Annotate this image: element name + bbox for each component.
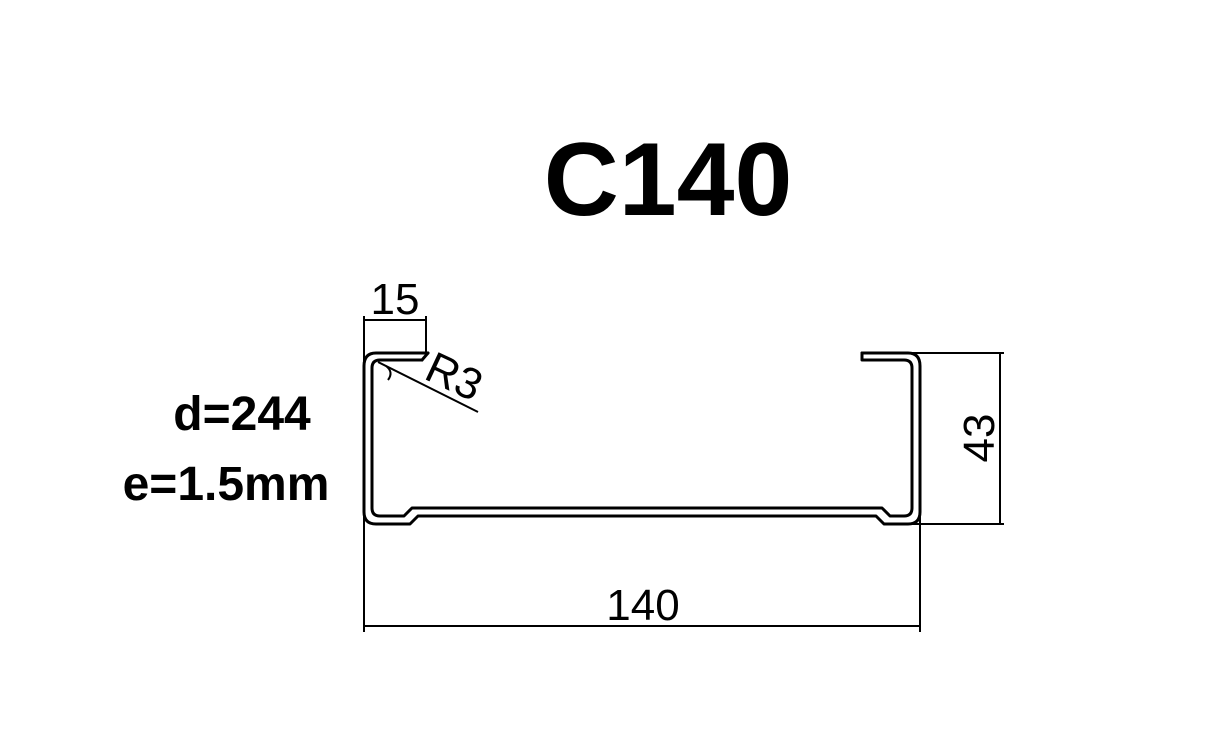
spec-d: d=244 <box>173 388 311 441</box>
radius-leader <box>377 361 479 413</box>
dimension-web: 140 <box>363 512 921 632</box>
lip-end-cap <box>420 351 430 362</box>
lip-dimension-label: 15 <box>371 275 420 324</box>
profile-inner-edge <box>370 351 914 518</box>
dimension-flange: 43 <box>908 352 1004 525</box>
radius-arc-marker <box>385 365 392 381</box>
web-dimension-label: 140 <box>606 581 679 630</box>
dimension-lip: 15 <box>363 275 427 366</box>
profile-title: C140 <box>544 122 793 238</box>
spec-e: e=1.5mm <box>123 458 330 511</box>
flange-dimension-label: 43 <box>955 414 1004 463</box>
